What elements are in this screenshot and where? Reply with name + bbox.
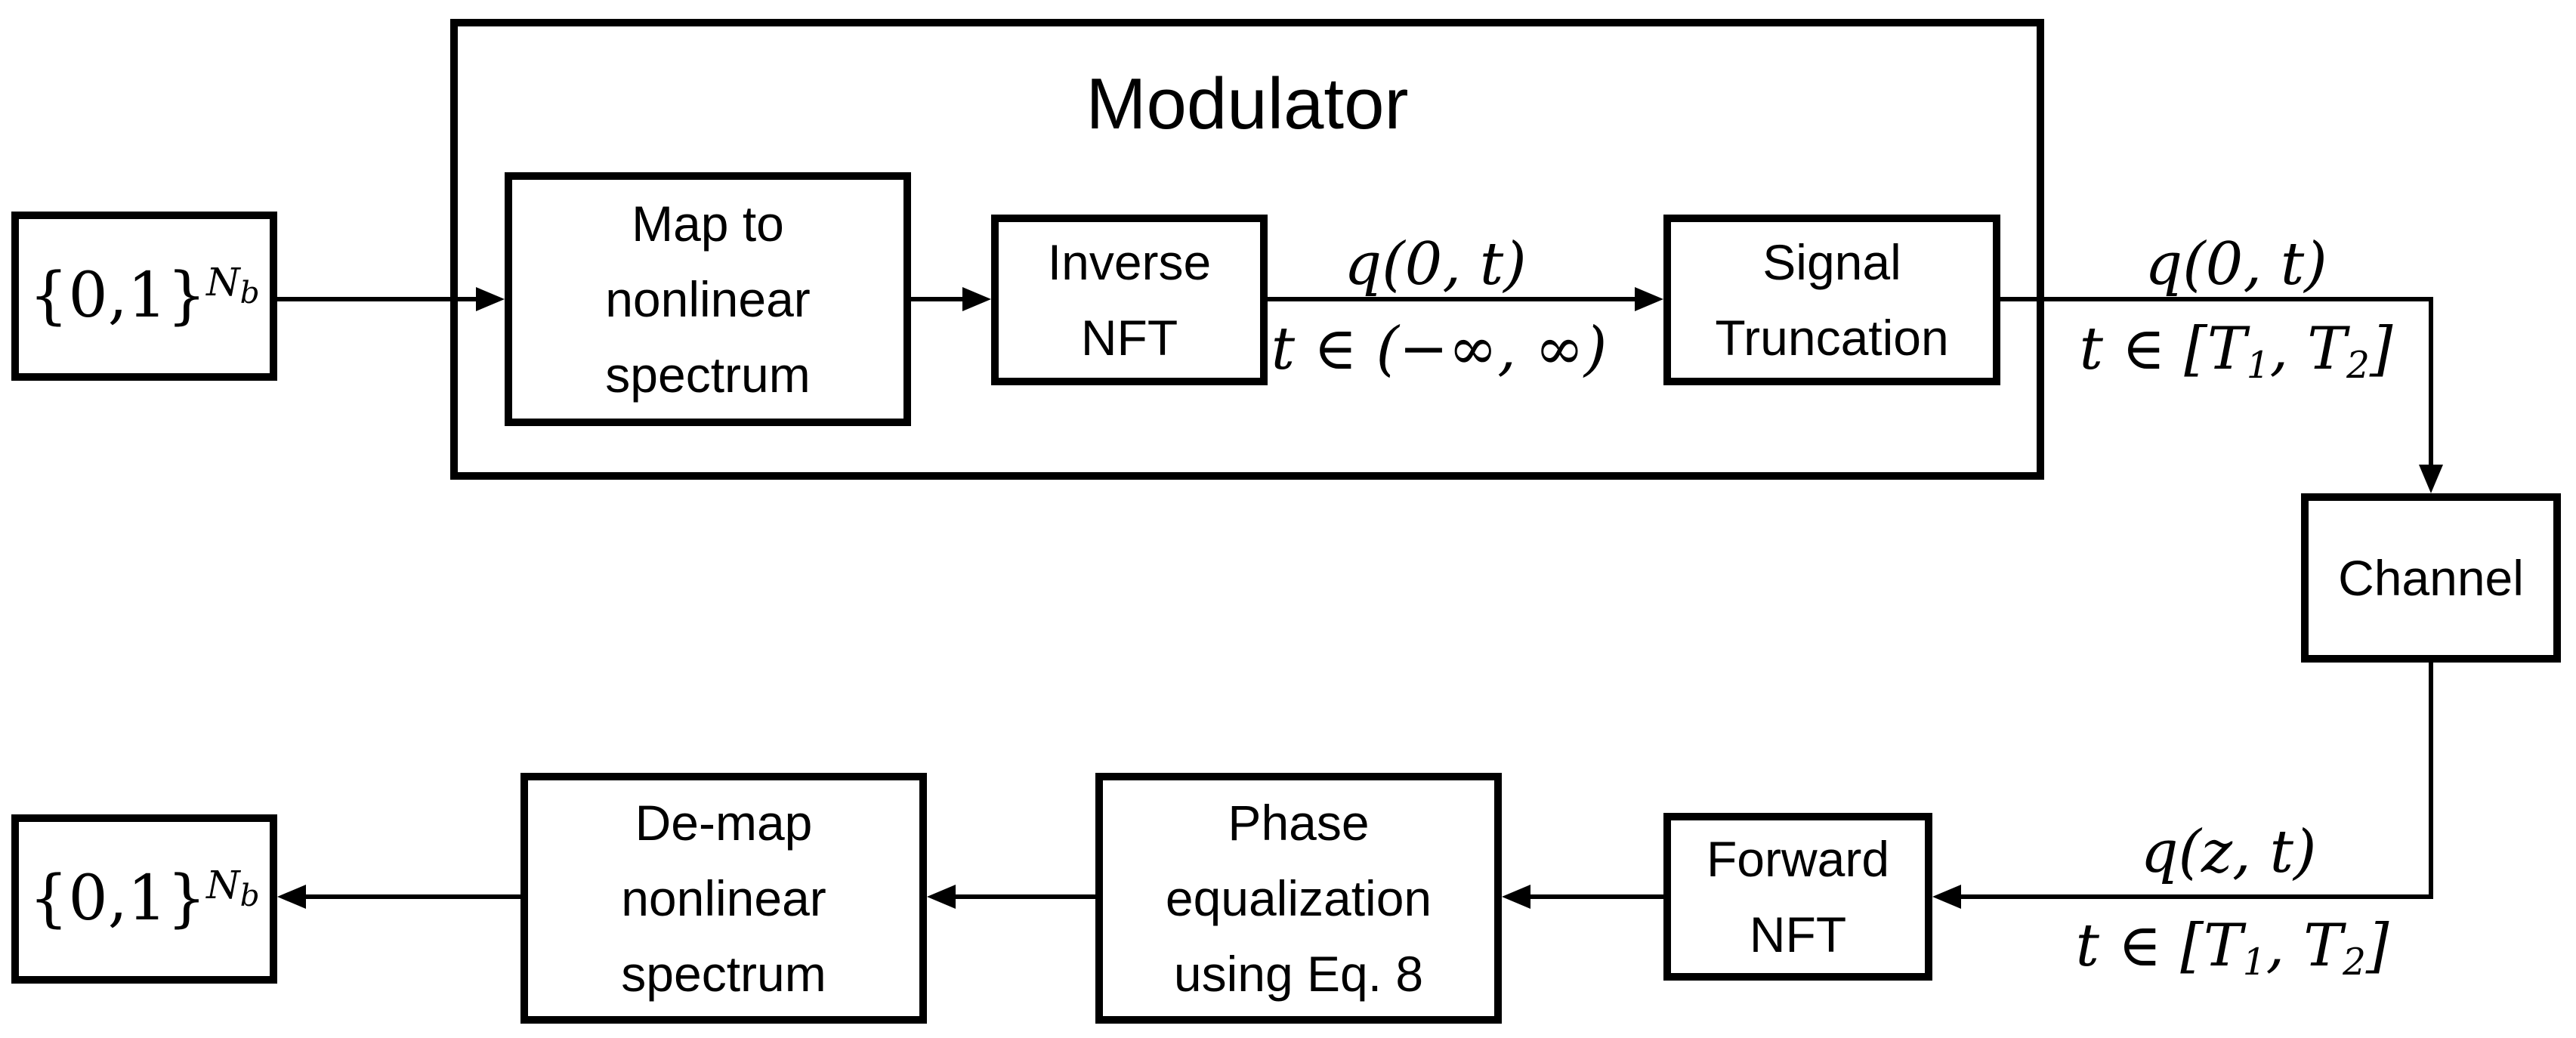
edge-label-t-in-infinite-interval: t ∈ (−∞, ∞) [1271,315,1608,383]
modulator-group-frame: Modulator [450,19,2044,480]
block-input-bits-label: {0,1}Nb [29,260,260,332]
block-label-line: using Eq. 8 [1173,946,1424,1002]
edge-label-t-in-t1t2-top: t ∈ [T1, T2] [2079,315,2393,388]
edge-label-q0t-infinite: q(0, t) [1344,230,1527,298]
block-output-bits-label: {0,1}Nb [29,863,260,935]
block-label-line: Channel [2338,550,2524,606]
block-signal-truncation: Signal Truncation [1663,215,2000,385]
block-label-line: NFT [1080,310,1178,366]
block-label-line: NFT [1749,907,1847,962]
arrow-channel-to-forwardnft [1932,663,2433,909]
block-label-line: Map to [632,196,784,252]
edge-label-q0t-truncated: q(0, t) [2145,230,2327,298]
block-output-bits: {0,1}Nb [11,814,277,984]
block-inverse-nft: Inverse NFT [991,215,1268,385]
block-label-line: nonlinear [621,870,826,926]
block-demap-nonlinear-spectrum: De-map nonlinear spectrum [520,773,927,1024]
block-label-line: spectrum [605,347,811,403]
block-label-line: nonlinear [605,271,811,327]
block-label-line: spectrum [621,946,826,1002]
block-label-line: Inverse [1047,234,1212,290]
block-label-line: Signal [1762,234,1901,290]
block-label-line: Forward [1706,831,1890,887]
block-label-line: Truncation [1715,310,1949,366]
arrow-truncation-to-channel [2000,297,2443,493]
block-label-line: equalization [1165,870,1432,926]
block-phase-equalization: Phase equalization using Eq. 8 [1095,773,1502,1024]
modulator-group-title: Modulator [1086,63,1409,144]
block-channel: Channel [2301,493,2561,663]
edge-label-t-in-t1t2-bottom: t ∈ [T1, T2] [2075,912,2389,984]
block-label-line: Phase [1228,795,1370,851]
block-map-to-nonlinear-spectrum: Map to nonlinear spectrum [505,172,911,426]
edge-label-qzt: q(z, t) [2140,818,2317,886]
block-label-line: De-map [635,795,813,851]
block-forward-nft: Forward NFT [1663,813,1932,981]
block-input-bits: {0,1}Nb [11,212,277,381]
